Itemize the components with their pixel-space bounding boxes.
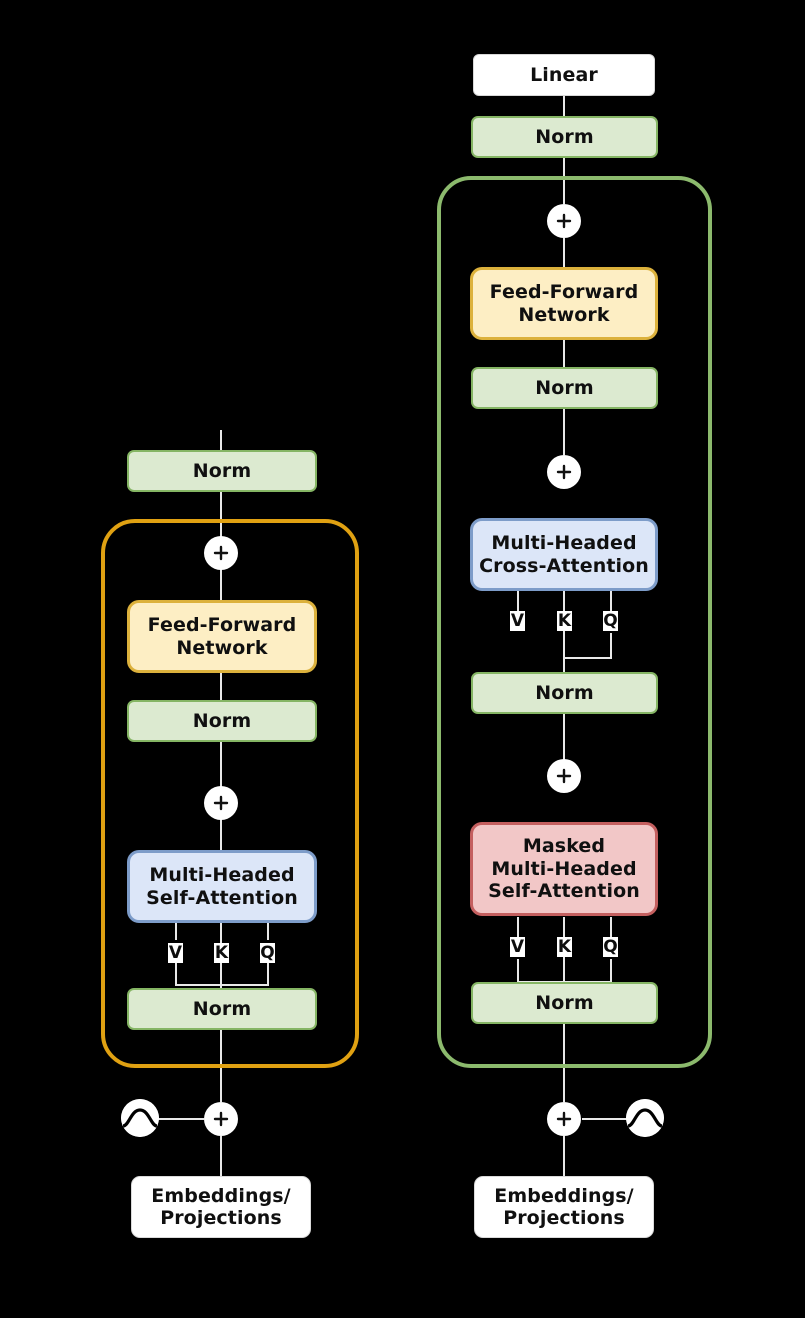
encoder-embeddings-projections[interactable]: Embeddings/ Projections <box>131 1176 311 1238</box>
wire-decoder-cross-q-up <box>610 591 612 611</box>
wire-encoder-attn-to-add2 <box>220 820 222 850</box>
wire-decoder-add2-to-norm2 <box>563 409 565 455</box>
decoder-output-norm[interactable]: Norm <box>471 116 658 158</box>
plus-icon <box>213 795 229 811</box>
decoder-positional-encoding-icon <box>626 1099 664 1137</box>
wire-decoder-masked-v <box>517 917 519 937</box>
wire-decoder-norm-to-linear <box>563 96 565 118</box>
wire-encoder-norm-to-top <box>220 430 222 452</box>
decoder-multi-headed-cross-attention[interactable]: Multi-Headed Cross-Attention <box>470 518 658 591</box>
wire-encoder-vkq-v <box>175 920 177 940</box>
wire-decoder-cross-q-down <box>610 633 612 659</box>
wire-encoder-ffn-to-add <box>220 570 222 600</box>
wire-encoder-vkq-v-down <box>175 962 177 986</box>
decoder-masked-multi-headed-self-attention[interactable]: Masked Multi-Headed Self-Attention <box>470 822 658 916</box>
encoder-vkq-k: K <box>214 943 229 963</box>
encoder-mid-norm[interactable]: Norm <box>127 700 317 742</box>
plus-icon <box>556 464 572 480</box>
encoder-output-norm[interactable]: Norm <box>127 450 317 492</box>
decoder-add-cross[interactable] <box>547 455 581 489</box>
plus-icon <box>556 213 572 229</box>
encoder-vkq-q: Q <box>260 943 275 963</box>
wire-decoder-input-to-norm4 <box>563 1024 565 1102</box>
decoder-masked-vkq-v: V <box>510 937 525 957</box>
encoder-positional-encoding-icon <box>121 1099 159 1137</box>
wire-decoder-masked-q <box>610 917 612 937</box>
wire-decoder-masked-v-down <box>517 959 519 981</box>
decoder-add-top[interactable] <box>547 204 581 238</box>
encoder-add-top[interactable] <box>204 536 238 570</box>
wire-encoder-add2-to-norm2 <box>220 742 222 820</box>
wire-encoder-vkq-q-down <box>267 962 269 986</box>
wire-encoder-embed-to-add <box>220 1136 222 1176</box>
plus-icon <box>556 768 572 784</box>
decoder-masked-vkq-k: K <box>557 937 572 957</box>
plus-icon <box>556 1111 572 1127</box>
decoder-masked-vkq-q: Q <box>603 937 618 957</box>
wire-encoder-norm2-to-ffn <box>220 673 222 702</box>
encoder-feed-forward-network[interactable]: Feed-Forward Network <box>127 600 317 673</box>
wire-decoder-ffn-to-add <box>563 238 565 267</box>
decoder-norm-after-masked[interactable]: Norm <box>471 672 658 714</box>
encoder-add-input[interactable] <box>204 1102 238 1136</box>
wire-decoder-cross-q-fanout <box>563 657 612 659</box>
wire-encoder-norm3-to-vkq <box>220 984 222 988</box>
wire-decoder-norm3-to-cross <box>563 657 565 673</box>
decoder-cross-vkq-q: Q <box>603 611 618 631</box>
decoder-block-outline <box>437 176 712 1068</box>
wire-decoder-embed-to-add <box>563 1136 565 1176</box>
decoder-linear[interactable]: Linear <box>473 54 655 96</box>
wire-decoder-cross-v-up <box>517 591 519 611</box>
decoder-input-norm[interactable]: Norm <box>471 982 658 1024</box>
wire-encoder-pos-to-add <box>158 1118 204 1120</box>
encoder-input-norm[interactable]: Norm <box>127 988 317 1030</box>
sine-wave-icon <box>626 1099 664 1137</box>
wire-decoder-masked-q-down <box>610 959 612 981</box>
decoder-embeddings-projections[interactable]: Embeddings/ Projections <box>474 1176 654 1238</box>
decoder-add-masked[interactable] <box>547 759 581 793</box>
encoder-multi-headed-self-attention[interactable]: Multi-Headed Self-Attention <box>127 850 317 923</box>
wire-encoder-vkq-fanout <box>175 984 269 986</box>
encoder-block-outline <box>101 519 359 1068</box>
encoder-vkq-v: V <box>168 943 183 963</box>
decoder-feed-forward-network[interactable]: Feed-Forward Network <box>470 267 658 340</box>
wire-encoder-vkq-q <box>267 920 269 940</box>
sine-wave-icon <box>121 1099 159 1137</box>
decoder-norm-after-cross[interactable]: Norm <box>471 367 658 409</box>
plus-icon <box>213 545 229 561</box>
wire-decoder-pos-to-add <box>582 1118 628 1120</box>
wire-decoder-add-to-norm <box>563 158 565 204</box>
decoder-cross-vkq-v: V <box>510 611 525 631</box>
decoder-cross-vkq-k: K <box>557 611 572 631</box>
wire-decoder-add3-to-norm3 <box>563 714 565 762</box>
wire-decoder-norm2-to-ffn <box>563 340 565 368</box>
plus-icon <box>213 1111 229 1127</box>
wire-encoder-add-to-norm <box>220 492 222 570</box>
decoder-add-input[interactable] <box>547 1102 581 1136</box>
encoder-add-mid[interactable] <box>204 786 238 820</box>
